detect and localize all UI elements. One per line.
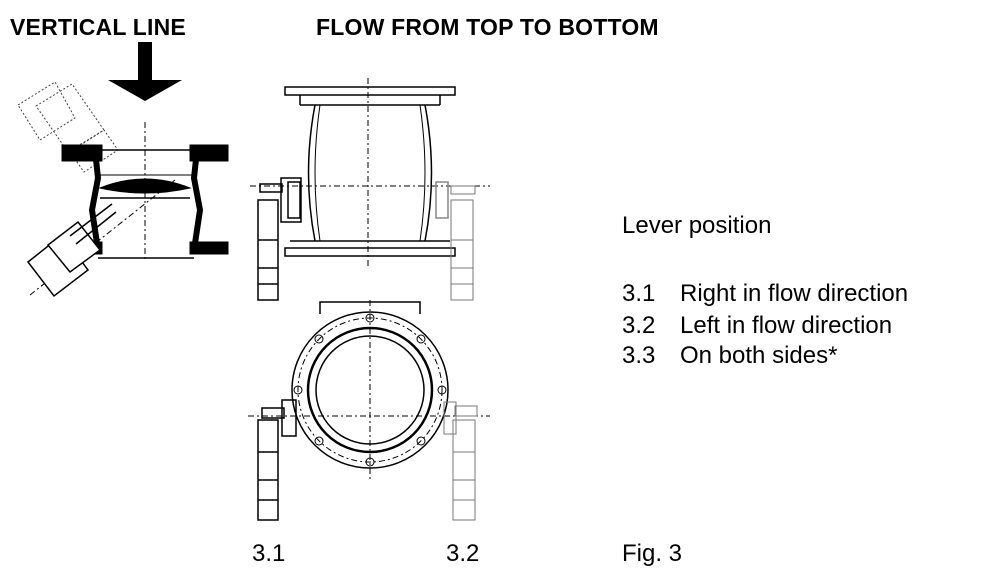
header-flow-direction: FLOW FROM TOP TO BOTTOM — [316, 14, 659, 40]
legend-item: 3.1 Right in flow direction — [622, 280, 908, 308]
legend-item-text: Left in flow direction — [680, 312, 893, 339]
legend-item-number: 3.1 — [622, 280, 656, 307]
bolt-holes — [293, 313, 447, 467]
valve-section-view — [17, 81, 229, 298]
legend-title: Lever position — [622, 212, 772, 239]
label-3-1: 3.1 — [252, 540, 286, 567]
legend-item-text: Right in flow direction — [680, 280, 909, 307]
header-vertical-line: VERTICAL LINE — [10, 14, 186, 40]
valve-top-view — [250, 78, 490, 301]
valve-front-view — [248, 300, 490, 521]
flow-arrow-icon — [108, 42, 182, 101]
legend-item-text: On both sides* — [680, 342, 838, 369]
legend-item: 3.3 On both sides* — [622, 342, 837, 370]
label-3-2: 3.2 — [446, 540, 480, 567]
figure-label: Fig. 3 — [622, 540, 683, 567]
legend-item-number: 3.2 — [622, 312, 656, 339]
legend-item-number: 3.3 — [622, 342, 656, 369]
legend-item: 3.2 Left in flow direction — [622, 312, 892, 340]
